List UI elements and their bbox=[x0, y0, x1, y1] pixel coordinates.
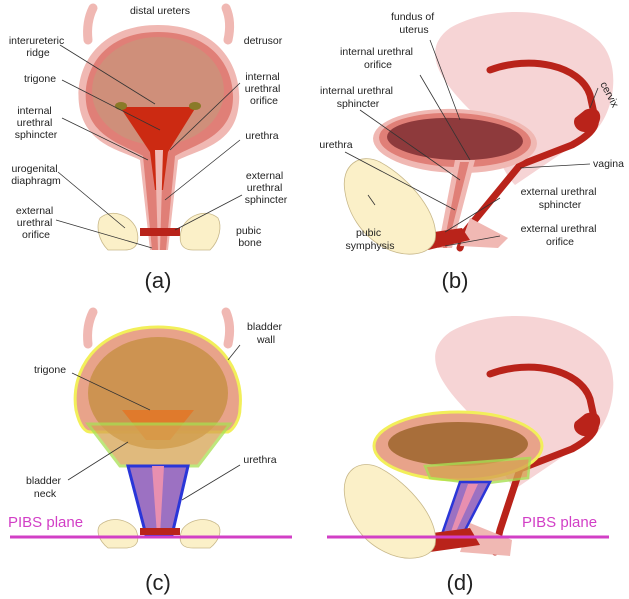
pubic-symphysis-d bbox=[344, 465, 435, 559]
left-ureter bbox=[88, 8, 93, 40]
urogenital-diaphragm bbox=[140, 228, 180, 236]
label-external-urethral-orifice-a: external urethral orifice bbox=[16, 205, 56, 241]
label-interureteric-ridge: interureteric ridge bbox=[9, 35, 67, 59]
label-detrusor: detrusor bbox=[244, 35, 283, 47]
label-trigone-c: trigone bbox=[34, 364, 66, 376]
right-ureteric-orifice bbox=[189, 102, 201, 110]
label-internal-urethral-orifice-a: internal urethral orifice bbox=[245, 71, 284, 107]
label-urethra-a: urethra bbox=[245, 130, 278, 142]
label-internal-urethral-sphincter-a: internal urethral sphincter bbox=[15, 105, 58, 141]
label-urogenital-diaphragm: urogenital diaphragm bbox=[11, 163, 61, 187]
panel-c: bladder wall trigone bladder neck urethr… bbox=[8, 312, 292, 595]
label-pubic-bone: pubic bone bbox=[236, 225, 264, 249]
label-urethra-c: urethra bbox=[243, 454, 276, 466]
left-pubic-bone-c bbox=[98, 520, 138, 548]
label-pibs-plane-c: PIBS plane bbox=[8, 514, 83, 531]
caption-d: (d) bbox=[447, 570, 474, 595]
label-vagina: vagina bbox=[593, 158, 624, 170]
panel-a: distal ureters interureteric ridge detru… bbox=[9, 5, 288, 293]
caption-c: (c) bbox=[145, 570, 171, 595]
label-distal-ureters: distal ureters bbox=[130, 5, 190, 17]
label-bladder-wall: bladder wall bbox=[247, 321, 285, 346]
label-external-urethral-orifice-b: external urethral orifice bbox=[521, 223, 600, 248]
label-urethra-b: urethra bbox=[319, 139, 352, 151]
label-internal-urethral-sphincter-b: internal urethral sphincter bbox=[320, 85, 396, 110]
right-ureter bbox=[226, 8, 230, 40]
left-pubic-bone bbox=[98, 213, 138, 250]
right-ureter-c bbox=[226, 312, 230, 344]
left-ureteric-orifice bbox=[115, 102, 127, 110]
panel-d: PIBS plane (d) bbox=[327, 316, 613, 595]
left-ureter-c bbox=[88, 312, 93, 344]
external-sphincter-c bbox=[140, 528, 180, 535]
right-pubic-bone-c bbox=[180, 520, 220, 548]
label-bladder-neck: bladder neck bbox=[26, 475, 64, 500]
label-external-urethral-sphincter-b: external urethral sphincter bbox=[521, 186, 600, 211]
label-internal-urethral-orifice-b: internal urethral orifice bbox=[340, 46, 416, 71]
label-external-urethral-sphincter-a: external urethral sphincter bbox=[245, 170, 288, 206]
caption-a: (a) bbox=[145, 268, 172, 293]
caption-b: (b) bbox=[442, 268, 469, 293]
perineal-tissue bbox=[460, 218, 508, 248]
label-pibs-plane-d: PIBS plane bbox=[522, 514, 597, 531]
label-fundus-of-uterus: fundus of uterus bbox=[391, 11, 437, 36]
right-pubic-bone bbox=[180, 213, 220, 250]
panel-b: fundus of uterus internal urethral orifi… bbox=[319, 11, 624, 293]
bladder-neck-c bbox=[88, 424, 230, 466]
label-trigone-a: trigone bbox=[24, 73, 56, 85]
